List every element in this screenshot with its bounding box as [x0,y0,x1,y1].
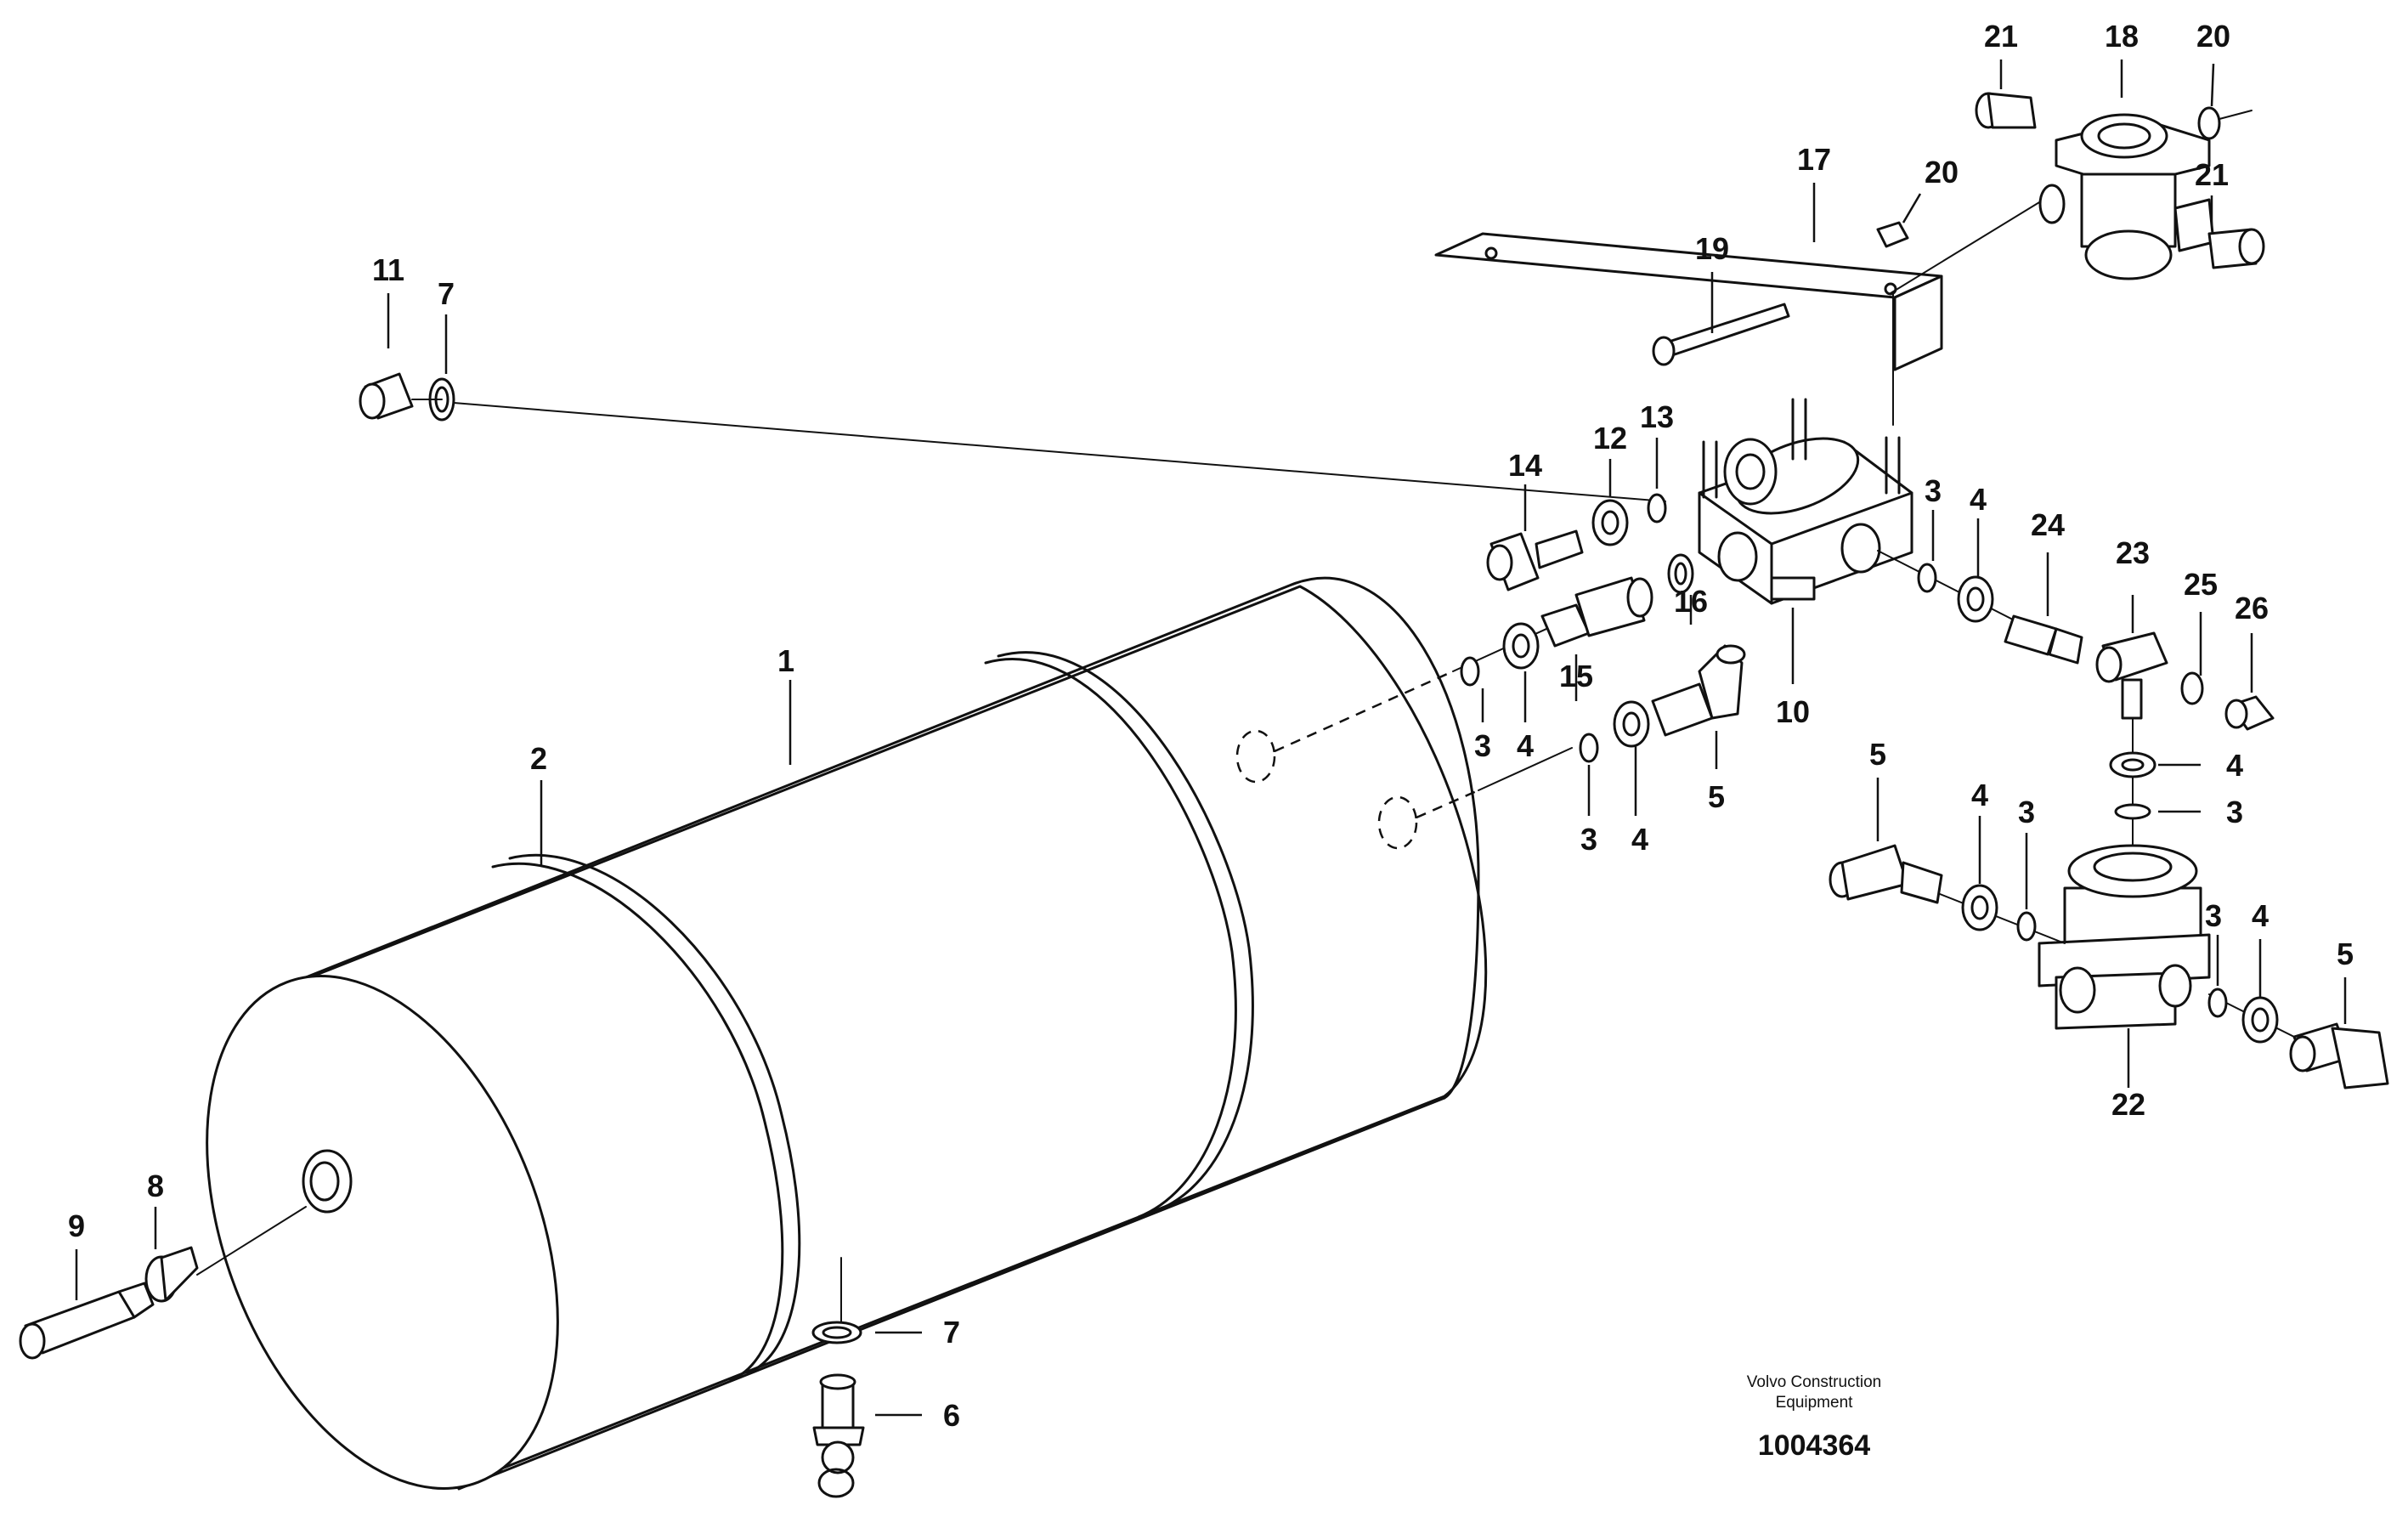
figure-caption: Volvo Construction Equipment 1004364 [1747,1373,1881,1462]
o-ring-3-f [2207,988,2228,1018]
tee-23 [2095,631,2168,720]
fitting-9 [19,1282,155,1360]
callout-26: 26 [2235,591,2269,625]
adapter-24 [2004,614,2083,665]
valve-18 [2038,113,2215,280]
callout-10: 10 [1776,694,1810,729]
fitting-8 [144,1246,199,1303]
washer-20 [2197,106,2221,140]
callout-21: 21 [2195,157,2229,192]
callout-16: 16 [1674,584,1708,619]
caption-line-2: Equipment [1776,1394,1854,1412]
drain-valve-6 [812,1373,865,1498]
valve-22 [2038,844,2211,1030]
elbow-5-a [1651,644,1746,737]
nut-12 [1591,499,1629,546]
callout-3: 3 [1580,822,1597,857]
callout-4: 4 [2226,748,2243,783]
o-ring-3-a [1460,656,1480,687]
callout-3: 3 [2205,898,2222,933]
callout-14: 14 [1508,448,1542,483]
callout-22: 22 [2111,1087,2145,1122]
callout-4: 4 [1971,778,1988,812]
callout-7: 7 [943,1315,960,1350]
washer-25 [2180,671,2204,705]
callout-4: 4 [1517,728,1534,763]
callout-labels: 1 2 3 3 3 3 3 3 3 4 4 4 4 4 4 5 5 5 6 7 … [68,19,2354,1433]
callout-3: 3 [2226,795,2243,829]
callout-20: 20 [2196,19,2230,54]
nut-4-a [1502,622,1540,670]
o-ring-3-c [1917,563,1937,593]
nut-4-e [1961,884,1998,931]
washer-7 [811,1321,862,1344]
callout-3: 3 [1925,473,1942,508]
callout-4: 4 [2252,898,2269,933]
callout-25: 25 [2184,567,2218,602]
nut-20 [1876,221,1909,248]
callout-3: 3 [1474,728,1491,763]
elbow-5-c [2289,1022,2389,1089]
callout-15: 15 [1559,659,1593,693]
callout-4: 4 [1970,482,1987,517]
bolt-19 [1652,303,1790,366]
callout-13: 13 [1640,399,1674,434]
callout-18: 18 [2105,19,2139,54]
washer-16 [1667,553,1694,594]
callout-5: 5 [1708,779,1725,814]
callout-5: 5 [1869,737,1886,772]
plug-11 [359,372,414,420]
elbow-14 [1486,529,1584,591]
nut-4-c [1957,575,1994,623]
callout-20: 20 [1925,155,1959,190]
callout-24: 24 [2031,507,2065,542]
caption-line-1: Volvo Construction [1747,1373,1881,1391]
callout-12: 12 [1593,421,1627,456]
callout-6: 6 [943,1398,960,1433]
elbow-5-b [1829,844,1943,904]
callout-5: 5 [2337,937,2354,971]
callout-4: 4 [1631,822,1648,857]
callout-17: 17 [1797,142,1831,177]
nut-4-b [1613,700,1650,748]
air-tank [206,576,1488,1491]
o-ring-3-d [2114,803,2151,820]
adapter-15 [1540,576,1653,648]
document-number: 1004364 [1758,1429,1870,1462]
callout-21: 21 [1984,19,2018,54]
callout-11: 11 [372,252,404,287]
fitting-21-top [1975,92,2037,129]
callout-2: 2 [530,741,547,776]
o-ring-3-e [2016,911,2037,942]
nut-4-d [2109,751,2156,778]
bracket-17 [1434,232,1943,371]
callout-3: 3 [2018,795,2035,829]
o-ring-13 [1647,493,1667,523]
o-ring-3-b [1579,733,1599,763]
plug-26 [2224,695,2275,731]
callout-8: 8 [147,1169,164,1203]
callout-9: 9 [68,1208,85,1243]
callout-19: 19 [1695,231,1729,266]
valve-10 [1698,398,1913,605]
callout-7: 7 [438,276,455,311]
nut-4-f [2241,996,2279,1044]
fitting-21-right [2207,228,2265,269]
callout-23: 23 [2116,535,2150,570]
callout-1: 1 [777,643,794,678]
